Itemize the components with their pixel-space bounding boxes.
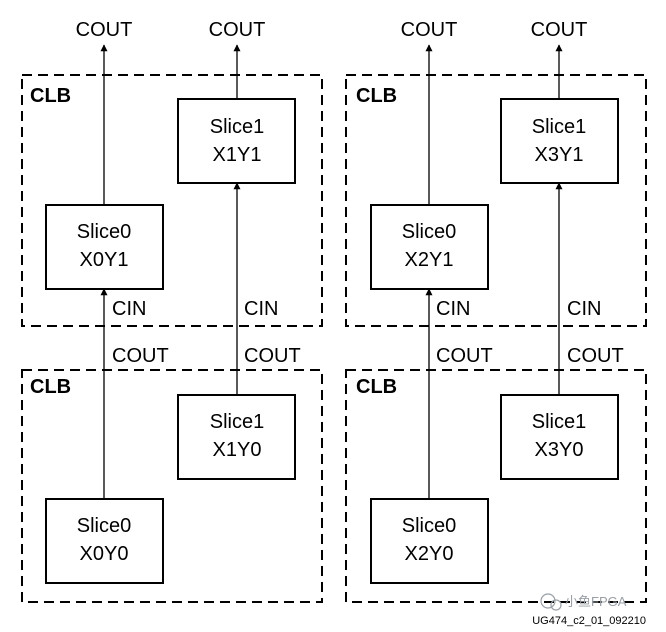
watermark: 小鱼FPGA [540,593,627,611]
clb-bottom-right: CLB [345,369,647,603]
clb-bottom-left: CLB [21,369,323,603]
slice-loc: X1Y0 [213,439,262,461]
slice-loc: X3Y0 [535,439,584,461]
clb-label: CLB [30,376,71,398]
clb-top-left: CLB [21,74,323,327]
cout-label: COUT [401,19,458,41]
cout-label: COUT [112,345,169,367]
slice-name: Slice0 [77,221,131,243]
slice-box: Slice1 X3Y0 [500,394,619,480]
slice-box: Slice0 X0Y1 [45,204,164,290]
clb-label: CLB [30,85,71,107]
slice-box: Slice1 X3Y1 [500,98,619,184]
slice-loc: X0Y1 [80,249,129,271]
slice-loc: X3Y1 [535,144,584,166]
slice-name: Slice1 [210,116,264,138]
slice-name: Slice1 [532,411,586,433]
wechat-icon [540,593,556,609]
slice-box: Slice0 X2Y1 [370,204,489,290]
clb-label: CLB [356,376,397,398]
figure-id: UG474_c2_01_092210 [532,615,646,627]
slice-box: Slice0 X2Y0 [370,498,489,584]
slice-loc: X2Y0 [405,543,454,565]
slice-loc: X0Y0 [80,543,129,565]
cin-label: CIN [436,298,470,320]
slice-name: Slice0 [402,515,456,537]
cout-label: COUT [209,19,266,41]
slice-box: Slice1 X1Y0 [177,394,296,480]
clb-label: CLB [356,85,397,107]
cout-label: COUT [567,345,624,367]
clb-top-right: CLB [345,74,647,327]
slice-name: Slice0 [77,515,131,537]
slice-box: Slice1 X1Y1 [177,98,296,184]
cin-label: CIN [567,298,601,320]
slice-loc: X2Y1 [405,249,454,271]
cout-label: COUT [531,19,588,41]
slice-box: Slice0 X0Y0 [45,498,164,584]
carry-arrows [100,44,563,499]
slice-name: Slice1 [210,411,264,433]
watermark-text: 小鱼FPGA [565,594,627,609]
cout-label: COUT [76,19,133,41]
slice-name: Slice1 [532,116,586,138]
cout-label: COUT [244,345,301,367]
cout-label: COUT [436,345,493,367]
cin-label: CIN [112,298,146,320]
slice-name: Slice0 [402,221,456,243]
slice-loc: X1Y1 [213,144,262,166]
cin-label: CIN [244,298,278,320]
